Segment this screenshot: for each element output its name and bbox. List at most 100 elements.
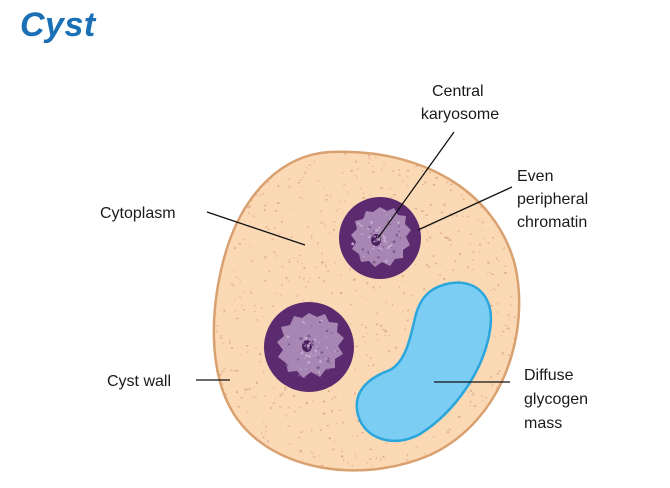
chromatin-dot [372, 260, 376, 264]
speckle [422, 169, 424, 172]
speckle [504, 147, 506, 149]
speckle [260, 307, 263, 309]
speckle [438, 150, 439, 151]
speckle [321, 464, 324, 466]
speckle [252, 215, 255, 217]
speckle [218, 449, 222, 451]
speckle [422, 288, 426, 291]
speckle [478, 251, 481, 253]
speckle [461, 194, 463, 197]
speckle [489, 460, 491, 463]
speckle [457, 230, 460, 233]
speckle [253, 311, 256, 313]
speckle [225, 393, 227, 396]
speckle [300, 431, 303, 433]
speckle [380, 186, 383, 189]
speckle [443, 203, 446, 206]
speckle [263, 161, 266, 164]
chromatin-dot [383, 239, 387, 243]
speckle [274, 293, 276, 295]
chromatin-dot [309, 356, 312, 359]
speckle [446, 431, 450, 434]
speckle [451, 269, 454, 271]
speckle [248, 205, 251, 208]
speckle [243, 291, 245, 294]
speckle [232, 164, 235, 167]
speckle [248, 212, 250, 214]
speckle [253, 396, 255, 398]
speckle [406, 184, 408, 187]
speckle [250, 291, 253, 294]
speckle [292, 395, 296, 397]
chromatin-dot [325, 329, 329, 333]
speckle [373, 476, 374, 478]
speckle [338, 200, 341, 202]
speckle [262, 193, 265, 195]
speckle [253, 471, 254, 473]
speckle [230, 369, 233, 372]
speckle [366, 332, 368, 335]
speckle [434, 262, 438, 265]
speckle [459, 253, 462, 256]
chromatin-dot [299, 337, 303, 340]
speckle [462, 215, 464, 217]
speckle [340, 274, 342, 276]
speckle [507, 314, 510, 316]
speckle [466, 216, 470, 218]
speckle [263, 422, 265, 424]
chromatin-dot [304, 357, 306, 359]
speckle [526, 294, 528, 296]
chromatin-dot [300, 351, 304, 355]
speckle [524, 413, 527, 414]
speckle [335, 423, 337, 425]
speckle [339, 291, 343, 294]
speckle [347, 461, 349, 464]
chromatin-dot [374, 235, 376, 238]
speckle [301, 197, 303, 199]
speckle [251, 396, 253, 398]
speckle [210, 395, 212, 396]
speckle [233, 185, 237, 188]
speckle [467, 266, 470, 269]
speckle [428, 249, 430, 251]
speckle [354, 368, 356, 371]
speckle [259, 145, 261, 146]
speckle [247, 389, 250, 390]
chromatin-dot [326, 346, 328, 349]
speckle [477, 219, 480, 221]
chromatin-dot [324, 357, 327, 360]
speckle [411, 294, 413, 296]
speckle [353, 278, 356, 281]
speckle [492, 236, 494, 239]
speckle [424, 181, 427, 184]
speckle [258, 446, 260, 448]
label-central-karyosome-line1: Central [432, 83, 484, 100]
speckle [314, 456, 317, 459]
speckle [362, 196, 365, 199]
speckle [312, 452, 314, 454]
speckle [281, 284, 283, 286]
speckle [509, 318, 511, 321]
speckle [469, 389, 473, 392]
speckle [317, 242, 319, 245]
label-diffuse-glycogen-mass-line1: Diffuse [524, 367, 574, 384]
speckle [454, 475, 456, 477]
speckle [406, 176, 409, 178]
speckle [424, 227, 427, 230]
speckle [493, 206, 496, 208]
speckle [432, 184, 436, 186]
speckle [355, 147, 357, 148]
speckle [243, 239, 245, 241]
speckle [413, 166, 415, 169]
speckle [481, 229, 484, 231]
speckle [235, 462, 238, 464]
speckle [360, 187, 362, 190]
speckle [458, 415, 461, 418]
chromatin-dot [395, 233, 399, 237]
speckle [259, 353, 262, 356]
speckle [370, 356, 372, 359]
speckle [465, 477, 466, 479]
speckle [379, 286, 381, 289]
speckle [275, 397, 277, 399]
speckle [257, 189, 261, 192]
